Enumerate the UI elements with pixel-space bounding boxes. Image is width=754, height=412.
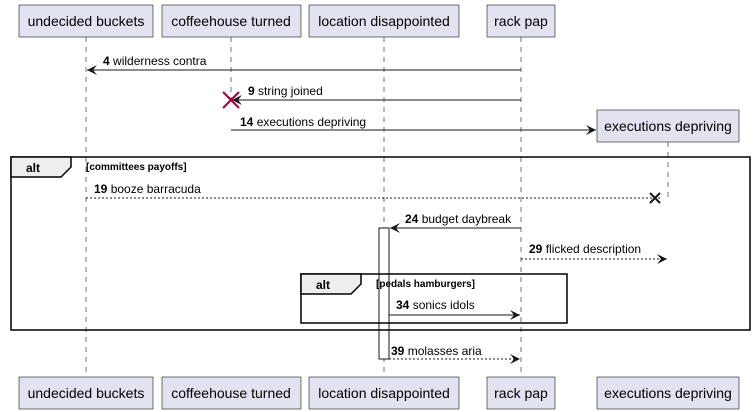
activation-bar <box>378 227 390 360</box>
fragment-alt-inner: alt [pedals hamburgers] <box>300 273 568 324</box>
participant-coffeehouse-turned-top[interactable]: coffeehouse turned <box>161 4 302 38</box>
destroy-mark-coffeehouse <box>222 91 240 109</box>
participant-label: executions depriving <box>604 385 732 401</box>
message-label-14: 14 executions depriving <box>240 115 366 129</box>
fragment-condition: [committees payoffs] <box>86 162 187 173</box>
fragment-keyword: alt <box>26 161 40 175</box>
participant-label: undecided buckets <box>28 13 145 29</box>
message-label-39: 39 molasses aria <box>391 344 482 358</box>
message-label-19: 19 booze barracuda <box>94 182 201 196</box>
participant-label: location disappointed <box>318 385 450 401</box>
fragment-alt-outer: alt [committees payoffs] <box>10 156 751 331</box>
participant-label: coffeehouse turned <box>171 385 291 401</box>
fragment-condition: [pedals hamburgers] <box>376 279 475 290</box>
message-label-4: 4 wilderness contra <box>103 54 207 68</box>
participant-coffeehouse-turned-bottom[interactable]: coffeehouse turned <box>161 376 302 410</box>
participant-rack-pap-top[interactable]: rack pap <box>486 4 556 38</box>
destroy-mark-executions <box>649 192 661 204</box>
participant-undecided-buckets-top[interactable]: undecided buckets <box>18 4 154 38</box>
message-label-29: 29 flicked description <box>529 242 641 256</box>
message-label-9: 9 string joined <box>248 84 323 98</box>
participant-executions-depriving-created[interactable]: executions depriving <box>596 109 740 143</box>
participant-executions-depriving-bottom[interactable]: executions depriving <box>596 376 740 410</box>
message-label-24: 24 budget daybreak <box>405 212 512 226</box>
participant-label: location disappointed <box>318 13 450 29</box>
participant-undecided-buckets-bottom[interactable]: undecided buckets <box>18 376 154 410</box>
message-label-34: 34 sonics idols <box>396 298 475 312</box>
participant-label: coffeehouse turned <box>171 13 291 29</box>
participant-label: rack pap <box>494 13 548 29</box>
participant-location-disappointed-bottom[interactable]: location disappointed <box>308 376 460 410</box>
participant-location-disappointed-top[interactable]: location disappointed <box>308 4 460 38</box>
participant-rack-pap-bottom[interactable]: rack pap <box>486 376 556 410</box>
participant-label: rack pap <box>494 385 548 401</box>
fragment-keyword: alt <box>316 278 330 292</box>
participant-label: undecided buckets <box>28 385 145 401</box>
participant-label: executions depriving <box>604 118 732 134</box>
